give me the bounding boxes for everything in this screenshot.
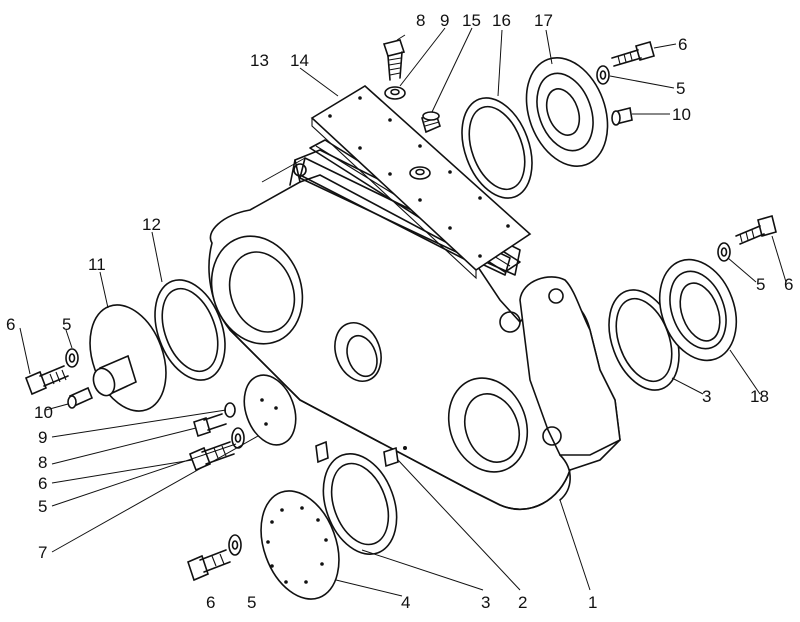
label-14: 14: [290, 51, 309, 70]
top-cover-part-14: [310, 85, 532, 280]
label-1: 1: [588, 593, 597, 612]
cover-part-7: [243, 374, 297, 446]
label-6-top-right: 6: [678, 35, 687, 54]
label-6-lower-left: 6: [38, 474, 47, 493]
label-18: 18: [750, 387, 769, 406]
bolt-part-8-top: [382, 39, 406, 81]
label-8-left: 8: [38, 453, 47, 472]
plug-part-15: [421, 111, 441, 134]
bolt-part-6-right: [735, 215, 777, 245]
label-17: 17: [534, 11, 553, 30]
cover-part-11: [89, 304, 167, 412]
label-12: 12: [142, 215, 161, 234]
label-3-right: 3: [702, 387, 711, 406]
washer-part-5-lower-left: [231, 427, 245, 449]
label-9-left: 9: [38, 428, 47, 447]
label-5-bottom: 5: [247, 593, 256, 612]
label-5-left: 5: [62, 315, 71, 334]
washer-part-9-top: [384, 86, 406, 100]
leader-lines: [19, 27, 787, 597]
label-2: 2: [518, 593, 527, 612]
label-16: 16: [492, 11, 511, 30]
bolt-part-8-left: [193, 413, 227, 438]
label-9-top: 9: [440, 11, 449, 30]
label-10-left: 10: [34, 403, 53, 422]
gasket-part-3-bottom: [322, 452, 398, 556]
washer-part-5-right: [717, 242, 731, 262]
plug-part-10-left: [67, 386, 94, 409]
plug-part-2: [315, 440, 399, 468]
label-15: 15: [462, 11, 481, 30]
washer-part-9-left: [224, 402, 236, 418]
label-8-top: 8: [416, 11, 425, 30]
gasket-part-16: [461, 97, 533, 199]
washer-part-5-top-right: [596, 65, 610, 85]
gasket-part-12: [154, 279, 226, 381]
plug-part-10-top-right: [611, 107, 633, 126]
label-13: 13: [250, 51, 269, 70]
label-6-bottom: 6: [206, 593, 215, 612]
label-10-top-right: 10: [672, 105, 691, 124]
bolt-part-6-top-right: [611, 41, 655, 67]
label-11: 11: [88, 255, 106, 274]
label-6-right: 6: [784, 275, 793, 294]
washer-part-5-bottom: [228, 534, 242, 556]
part-labels: 1 2 3 4 5 6 7 5 6 8 9 10 6 5 11 12 13 14…: [6, 11, 793, 612]
washer-part-5-left: [65, 348, 79, 368]
bearing-cap-part-18: [658, 258, 738, 362]
label-7: 7: [38, 543, 47, 562]
label-5-lower-left: 5: [38, 497, 47, 516]
bolt-part-6-bottom: [187, 549, 231, 582]
label-6-left: 6: [6, 315, 15, 334]
label-4: 4: [401, 593, 410, 612]
label-5-right: 5: [756, 275, 765, 294]
bolt-part-6-left: [24, 365, 69, 396]
bearing-cap-part-17: [525, 56, 609, 168]
label-5-top-right: 5: [676, 79, 685, 98]
bolt-part-6-lower-left: [188, 441, 235, 472]
cover-part-4: [260, 490, 340, 600]
label-3-bottom: 3: [481, 593, 490, 612]
